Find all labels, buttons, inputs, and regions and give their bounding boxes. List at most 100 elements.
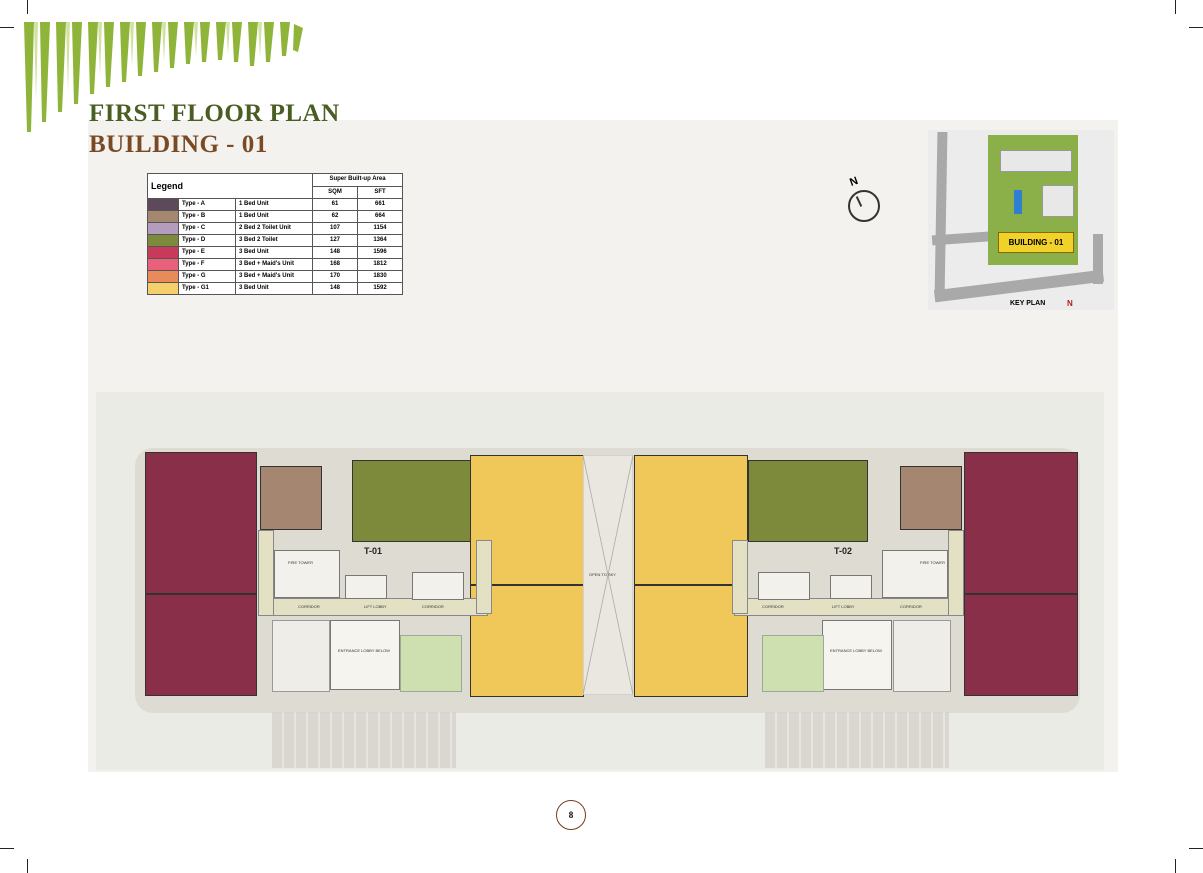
entrance-label: ENTRANCE LOBBY BELOW	[830, 648, 882, 653]
legend-table: Legend Super Built-up Area SQM SFT Type …	[147, 173, 403, 295]
unit-desc: 3 Bed 2 Toilet	[235, 234, 313, 247]
unit-type: Type - C	[178, 222, 236, 235]
tower-label-t02: T-02	[834, 546, 853, 556]
unit-desc: 3 Bed Unit	[235, 246, 313, 259]
stair-block	[758, 572, 810, 600]
road	[1093, 234, 1103, 284]
entrance-lobby	[330, 620, 400, 690]
color-swatch	[147, 246, 179, 259]
unit-sft: 1592	[357, 282, 403, 295]
unit-sqm: 127	[312, 234, 358, 247]
unit-sft: 1154	[357, 222, 403, 235]
unit-type-b	[900, 466, 962, 530]
unit-sqm: 168	[312, 258, 358, 271]
unit-type-d	[352, 460, 472, 542]
unit-desc: 1 Bed Unit	[235, 198, 313, 211]
unit-type-e	[964, 594, 1078, 696]
corridor	[476, 540, 492, 614]
site-buildings	[1000, 150, 1072, 172]
ramp-area	[893, 620, 951, 692]
lift-lobby-label: LIFT LOBBY	[832, 604, 855, 609]
unit-type: Type - D	[178, 234, 236, 247]
legend-row: Type - A 1 Bed Unit 61 661	[147, 198, 403, 211]
color-swatch	[147, 210, 179, 223]
leaf-decoration	[24, 22, 303, 132]
unit-sft: 661	[357, 198, 403, 211]
unit-type-d	[748, 460, 868, 542]
unit-sft: 1812	[357, 258, 403, 271]
site-buildings	[1042, 185, 1074, 217]
landscape-area	[762, 635, 824, 692]
crop-mark	[27, 0, 28, 14]
building-highlight: BUILDING - 01	[998, 232, 1074, 253]
unit-type: Type - G	[178, 270, 236, 283]
unit-desc: 1 Bed Unit	[235, 210, 313, 223]
corridor	[948, 530, 964, 616]
legend-row: Type - D 3 Bed 2 Toilet 127 1364	[147, 234, 403, 247]
crop-mark	[27, 859, 28, 873]
area-header: Super Built-up Area	[312, 173, 403, 187]
paving-grid	[765, 712, 949, 768]
color-swatch	[147, 234, 179, 247]
open-to-sky-label: OPEN TO SKY	[589, 572, 616, 577]
fire-tower-label: FIRE TOWER	[920, 560, 945, 565]
unit-sqm: 170	[312, 270, 358, 283]
stair-block	[412, 572, 464, 600]
page-title: FIRST FLOOR PLAN	[89, 100, 340, 127]
unit-type: Type - G1	[178, 282, 236, 295]
unit-sft: 1596	[357, 246, 403, 259]
unit-sft: 1364	[357, 234, 403, 247]
page-number: 8	[556, 800, 586, 830]
entrance-label: ENTRANCE LOBBY BELOW	[338, 648, 390, 653]
lift-lobby-block	[882, 550, 948, 598]
paving-grid	[272, 712, 456, 768]
unit-sqm: 107	[312, 222, 358, 235]
crop-mark	[0, 27, 14, 28]
fire-tower-label: FIRE TOWER	[288, 560, 313, 565]
legend-row: Type - E 3 Bed Unit 148 1596	[147, 246, 403, 259]
unit-type: Type - E	[178, 246, 236, 259]
open-to-sky-area	[583, 455, 633, 695]
legend-row: Type - B 1 Bed Unit 62 664	[147, 210, 403, 223]
lift-lobby-block	[345, 575, 387, 599]
unit-desc: 3 Bed + Maid's Unit	[235, 258, 313, 271]
color-swatch	[147, 222, 179, 235]
unit-desc: 2 Bed 2 Toilet Unit	[235, 222, 313, 235]
lift-lobby-block	[830, 575, 872, 599]
key-plan-caption: KEY PLAN	[1010, 300, 1046, 307]
corridor	[732, 540, 748, 614]
key-plan-north: N	[1067, 299, 1073, 308]
unit-type-e	[145, 594, 257, 696]
corridor-label: CORRIDOR	[762, 604, 784, 609]
crop-mark	[1175, 859, 1176, 873]
corridor-label: CORRIDOR	[298, 604, 320, 609]
unit-sqm: 148	[312, 246, 358, 259]
sqm-header: SQM	[312, 185, 358, 199]
entrance-lobby	[822, 620, 892, 690]
legend-row: Type - F 3 Bed + Maid's Unit 168 1812	[147, 258, 403, 271]
page-subtitle: BUILDING - 01	[89, 131, 268, 158]
unit-type: Type - B	[178, 210, 236, 223]
unit-type-e	[145, 452, 257, 594]
lift-lobby-label: LIFT LOBBY	[364, 604, 387, 609]
unit-type-b	[260, 466, 322, 530]
site-pool	[1014, 190, 1022, 214]
unit-type-e	[964, 452, 1078, 594]
crop-mark	[0, 848, 14, 849]
crop-mark	[1189, 27, 1203, 28]
corridor	[258, 530, 274, 616]
landscape-area	[400, 635, 462, 692]
sft-header: SFT	[357, 185, 403, 199]
compass-icon	[848, 190, 880, 222]
legend-title: Legend	[147, 173, 313, 199]
corridor-label: CORRIDOR	[900, 604, 922, 609]
unit-type-g1	[634, 585, 748, 697]
unit-sft: 664	[357, 210, 403, 223]
tower-label-t01: T-01	[364, 546, 383, 556]
corridor-label: CORRIDOR	[422, 604, 444, 609]
unit-sqm: 148	[312, 282, 358, 295]
legend-row: Type - G1 3 Bed Unit 148 1592	[147, 282, 403, 295]
legend-row: Type - C 2 Bed 2 Toilet Unit 107 1154	[147, 222, 403, 235]
crop-mark	[1175, 0, 1176, 14]
color-swatch	[147, 282, 179, 295]
